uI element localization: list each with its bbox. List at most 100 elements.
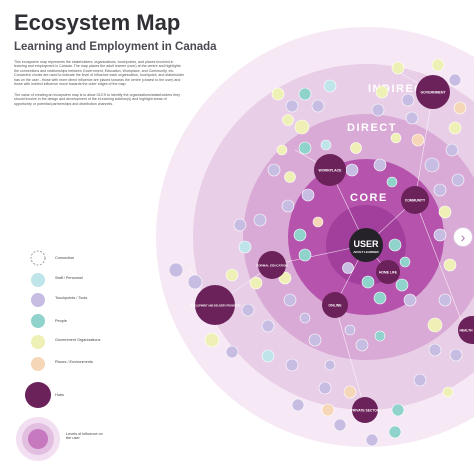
node — [311, 99, 325, 113]
node — [298, 248, 312, 262]
node — [299, 312, 311, 324]
node — [391, 403, 405, 417]
node — [308, 333, 322, 347]
legend-ring-core — [28, 429, 48, 449]
node — [388, 238, 402, 252]
node — [443, 258, 457, 272]
node — [375, 85, 389, 99]
node — [278, 271, 292, 285]
node — [323, 79, 337, 93]
node — [395, 278, 409, 292]
node — [267, 163, 281, 177]
hub-label-formal-education: FORMAL EDUCATION — [256, 264, 287, 268]
node — [284, 171, 296, 183]
hub-label-government: GOVERNMENT — [420, 91, 446, 95]
node — [451, 173, 465, 187]
node — [343, 385, 357, 399]
hub-label-online: ONLINE — [328, 304, 342, 308]
hub-health — [458, 316, 474, 344]
node — [355, 338, 369, 352]
node — [238, 240, 252, 254]
node — [405, 111, 419, 125]
node — [241, 303, 255, 317]
node — [225, 345, 239, 359]
node — [253, 213, 267, 227]
node — [291, 398, 305, 412]
hub-label-private-sector: PRIVATE SECTOR — [351, 409, 380, 413]
hub-label-development: DEVELOPMENT AND DELIVERY PROVIDERS — [189, 305, 241, 308]
node — [371, 103, 385, 117]
node — [261, 319, 275, 333]
hub-online — [322, 292, 348, 318]
legend-label-hubs: Hubs — [55, 393, 64, 397]
node — [298, 141, 312, 155]
node — [386, 176, 398, 188]
hub-label-workplace: WORKPLACE — [319, 169, 343, 173]
node — [281, 199, 295, 213]
node — [187, 274, 203, 290]
node — [285, 358, 299, 372]
intro-paragraph-value: The value of creating an ecosystem map i… — [14, 93, 181, 106]
next-arrow-button[interactable]: › — [453, 227, 473, 247]
node — [361, 275, 375, 289]
node — [448, 121, 462, 135]
node — [301, 188, 315, 202]
hubs — [195, 75, 474, 423]
node — [433, 228, 447, 242]
node — [374, 330, 386, 342]
hub-label-home-life: HOME LIFE — [379, 271, 398, 275]
legend-marker-hubs — [25, 382, 51, 408]
user-node — [349, 228, 383, 262]
node — [225, 268, 239, 282]
node — [294, 119, 310, 135]
node — [453, 101, 467, 115]
node — [344, 324, 356, 336]
node — [271, 87, 285, 101]
node — [324, 359, 336, 371]
page-subtitle: Learning and Employment in Canada — [14, 41, 217, 53]
legend-label-places: Places / Environments — [55, 360, 93, 364]
node — [442, 386, 454, 398]
legend-label-touchpoints: Touchpoints / Tools — [55, 296, 88, 300]
node — [390, 132, 402, 144]
hub-label-community: COMMUNITY — [405, 199, 426, 203]
page-title: Ecosystem Map — [14, 10, 181, 35]
node — [413, 373, 427, 387]
hub-community — [401, 186, 429, 214]
node — [320, 139, 332, 151]
node — [233, 218, 247, 232]
node — [282, 114, 294, 126]
node — [433, 183, 447, 197]
legend-label-staff: Staff / Personnel — [55, 276, 84, 280]
node — [321, 403, 335, 417]
legend-marker-places — [31, 357, 45, 371]
hub-workplace — [314, 154, 346, 186]
hub-home-life — [376, 260, 400, 284]
node — [342, 262, 354, 274]
node — [249, 276, 263, 290]
node — [391, 61, 405, 75]
node — [411, 133, 425, 147]
node — [261, 349, 275, 363]
node — [283, 293, 297, 307]
node — [168, 262, 184, 278]
node — [285, 99, 299, 113]
node — [448, 73, 462, 87]
hub-development — [195, 285, 235, 325]
legend-label-rings: Levels of influence on the user — [66, 432, 103, 441]
legend-marker-people — [31, 314, 45, 328]
node — [350, 142, 362, 154]
node — [403, 293, 417, 307]
ring-label-direct: DIRECT — [347, 122, 397, 134]
user-sublabel: ADULT LEARNER — [353, 250, 379, 254]
legend-marker-government — [31, 335, 45, 349]
legend-marker-connection — [30, 250, 46, 266]
hub-government — [416, 75, 450, 109]
intro-paragraph: This ecosystem map represents the stakeh… — [14, 60, 185, 87]
legend-label-people: People — [55, 319, 67, 323]
node — [204, 332, 220, 348]
node — [333, 418, 347, 432]
legend-marker-touchpoints — [31, 293, 45, 307]
legend-label-government: Government Organizations — [55, 338, 101, 342]
